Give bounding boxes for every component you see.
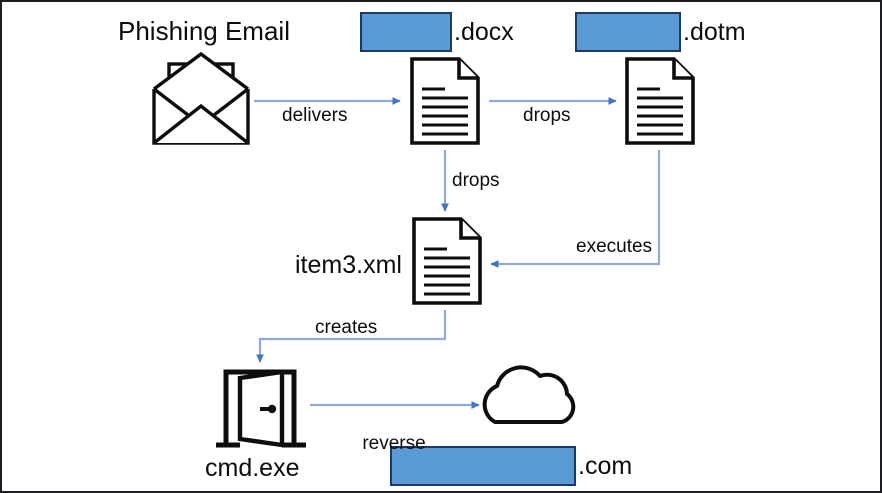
edge-label-drops-down: drops [452,170,500,191]
open-door-icon [216,369,306,448]
document-icon-item3xml [412,217,482,305]
document-icon-docx [410,57,480,145]
redaction-box-c2-domain [390,446,576,486]
edge-label-reverse-shell: reverse shell [352,384,436,491]
node-label-item3-xml: item3.xml [295,251,402,279]
document-icon-dotm [625,57,695,145]
edge-label-executes: executes [576,236,653,257]
node-label-phishing-email: Phishing Email [118,16,290,46]
cloud-icon [482,365,576,424]
edge-creates-arrow [256,310,447,363]
node-label-c2-domain-extension: .com [578,452,633,480]
edge-label-drops-right: drops [523,105,571,126]
redaction-box-dotm-filename [575,12,681,52]
edge-label-delivers: delivers [282,105,348,126]
edge-label-reverse-shell-line1: reverse [362,432,426,454]
node-label-docx-extension: .docx [454,18,514,46]
open-envelope-icon [152,51,250,145]
node-label-cmd-exe: cmd.exe [205,454,300,482]
redaction-box-docx-filename [360,12,452,52]
edge-executes-arrow [490,150,661,268]
node-label-dotm-extension: .dotm [683,18,746,46]
edge-label-creates: creates [315,317,378,338]
